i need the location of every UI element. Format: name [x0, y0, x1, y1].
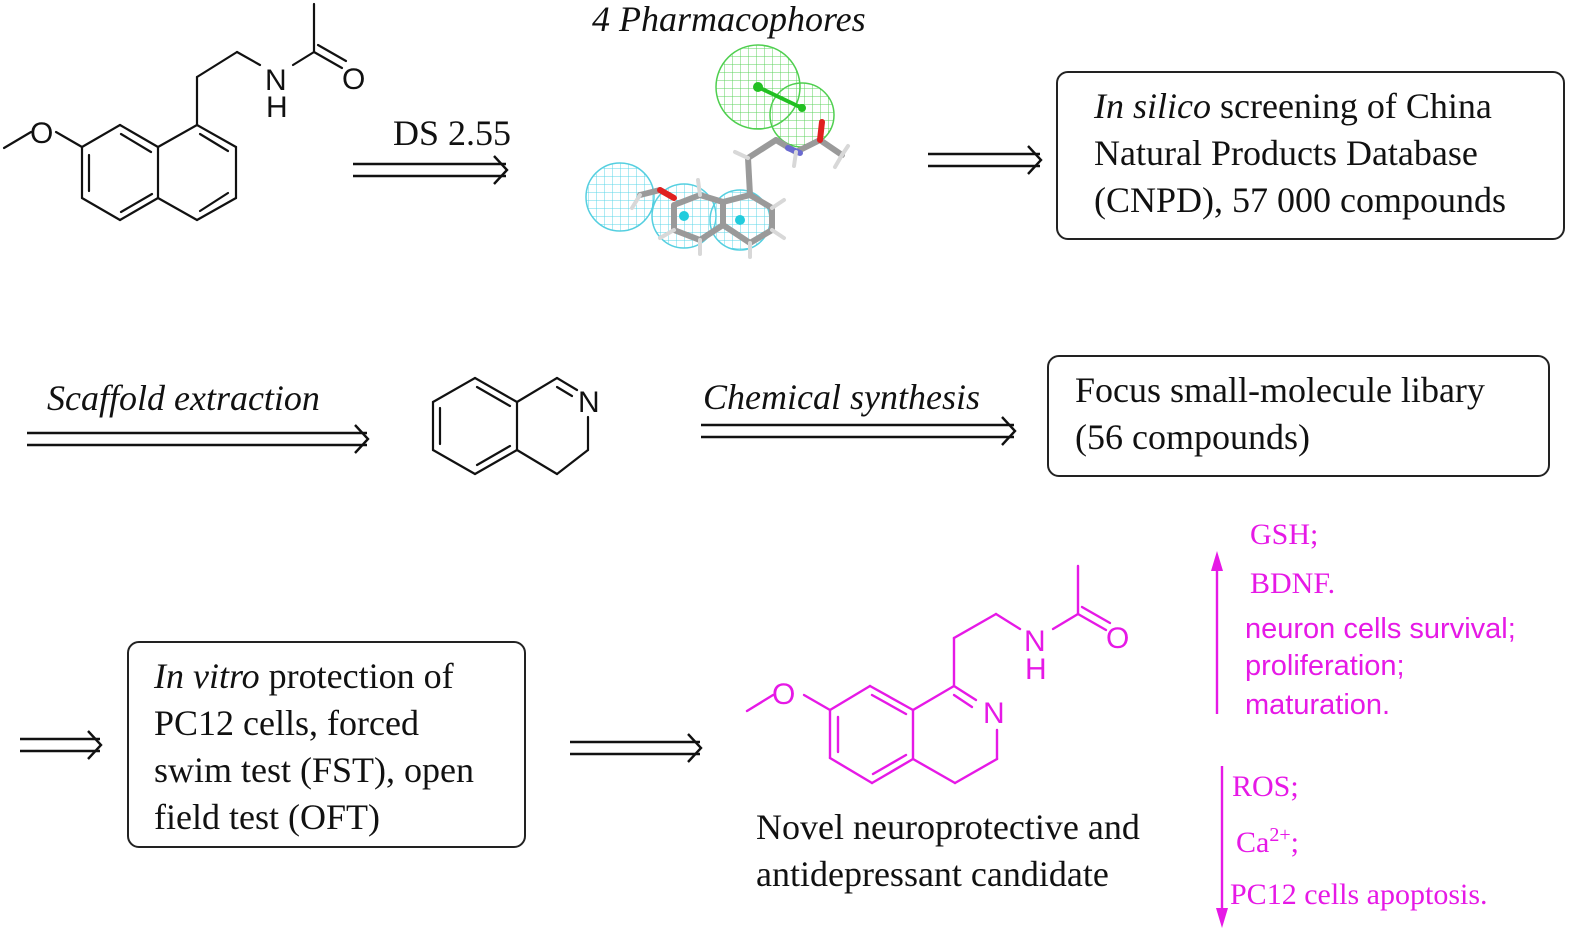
calcium-charge: 2+ [1269, 824, 1291, 846]
library-box: Focus small-molecule libary (56 compound… [1047, 355, 1550, 477]
testing-line-1-rest: protection of [259, 656, 454, 696]
effect-up-bdnf: BDNF. [1250, 567, 1336, 600]
scaffold-atom-n: N [578, 386, 600, 419]
atom-n: N [265, 64, 287, 97]
effect-up-gsh: GSH; [1250, 518, 1319, 551]
effect-down-ros: ROS; [1232, 770, 1299, 803]
chemical-synthesis-label: Chemical synthesis [703, 377, 980, 417]
candidate-atom-n-ring: N [983, 697, 1005, 730]
effect-up-maturation: maturation. [1245, 689, 1391, 721]
pharmacophore-sphere-cyan-1 [585, 162, 655, 232]
atom-h: H [266, 91, 288, 124]
effect-up-proliferation: proliferation; [1245, 650, 1405, 682]
candidate-caption-line-1: Novel neuroprotective and [756, 807, 1140, 847]
calcium-separator: ; [1290, 826, 1299, 859]
testing-line-1: In vitro protection of [154, 653, 524, 700]
screening-line-1: In silico screening of China [1094, 83, 1563, 130]
candidate-atom-n-amide: N [1024, 625, 1046, 658]
screening-box: In silico screening of China Natural Pro… [1056, 71, 1565, 240]
pharmacophore-sphere-green-2 [769, 82, 835, 148]
start-molecule: O N H O [0, 0, 400, 240]
pharmacophore-title: 4 Pharmacophores [592, 0, 866, 39]
candidate-caption: Novel neuroprotective and antidepressant… [756, 804, 1140, 898]
screening-italic: In silico [1094, 86, 1211, 126]
screening-line-1-rest: screening of China [1210, 86, 1492, 126]
testing-line-2: PC12 cells, forced [154, 703, 419, 743]
candidate-caption-line-2: antidepressant candidate [756, 854, 1109, 894]
effect-up-neuron-survival: neuron cells survival; [1245, 613, 1516, 645]
screening-line-3: (CNPD), 57 000 compounds [1094, 180, 1506, 220]
atom-o-methoxy: O [30, 117, 53, 150]
scaffold-extraction-label: Scaffold extraction [47, 378, 320, 418]
testing-italic: In vitro [154, 656, 260, 696]
candidate-atom-o-carbonyl: O [1106, 622, 1129, 655]
candidate-molecule: O N N H O [720, 540, 1200, 800]
calcium-symbol: Ca [1236, 826, 1270, 859]
testing-box: In vitro protection of PC12 cells, force… [127, 641, 526, 848]
effect-down-calcium: Ca2+; [1236, 824, 1299, 860]
effect-down-apoptosis: PC12 cells apoptosis. [1230, 878, 1488, 911]
pharmacophore-model [580, 40, 860, 270]
testing-line-4: field test (OFT) [154, 797, 380, 837]
candidate-atom-o-methoxy: O [772, 678, 795, 711]
start-molecule-structure: O N H O [2, 2, 365, 222]
library-line-2: (56 compounds) [1075, 417, 1310, 457]
library-line-1: Focus small-molecule libary [1075, 370, 1485, 410]
atom-o-carbonyl: O [342, 63, 365, 96]
arrow1-label: DS 2.55 [393, 113, 512, 153]
candidate-atom-h: H [1025, 653, 1047, 686]
testing-line-3: swim test (FST), open [154, 750, 474, 790]
scaffold-molecule: N [420, 360, 630, 480]
screening-line-2: Natural Products Database [1094, 133, 1478, 173]
